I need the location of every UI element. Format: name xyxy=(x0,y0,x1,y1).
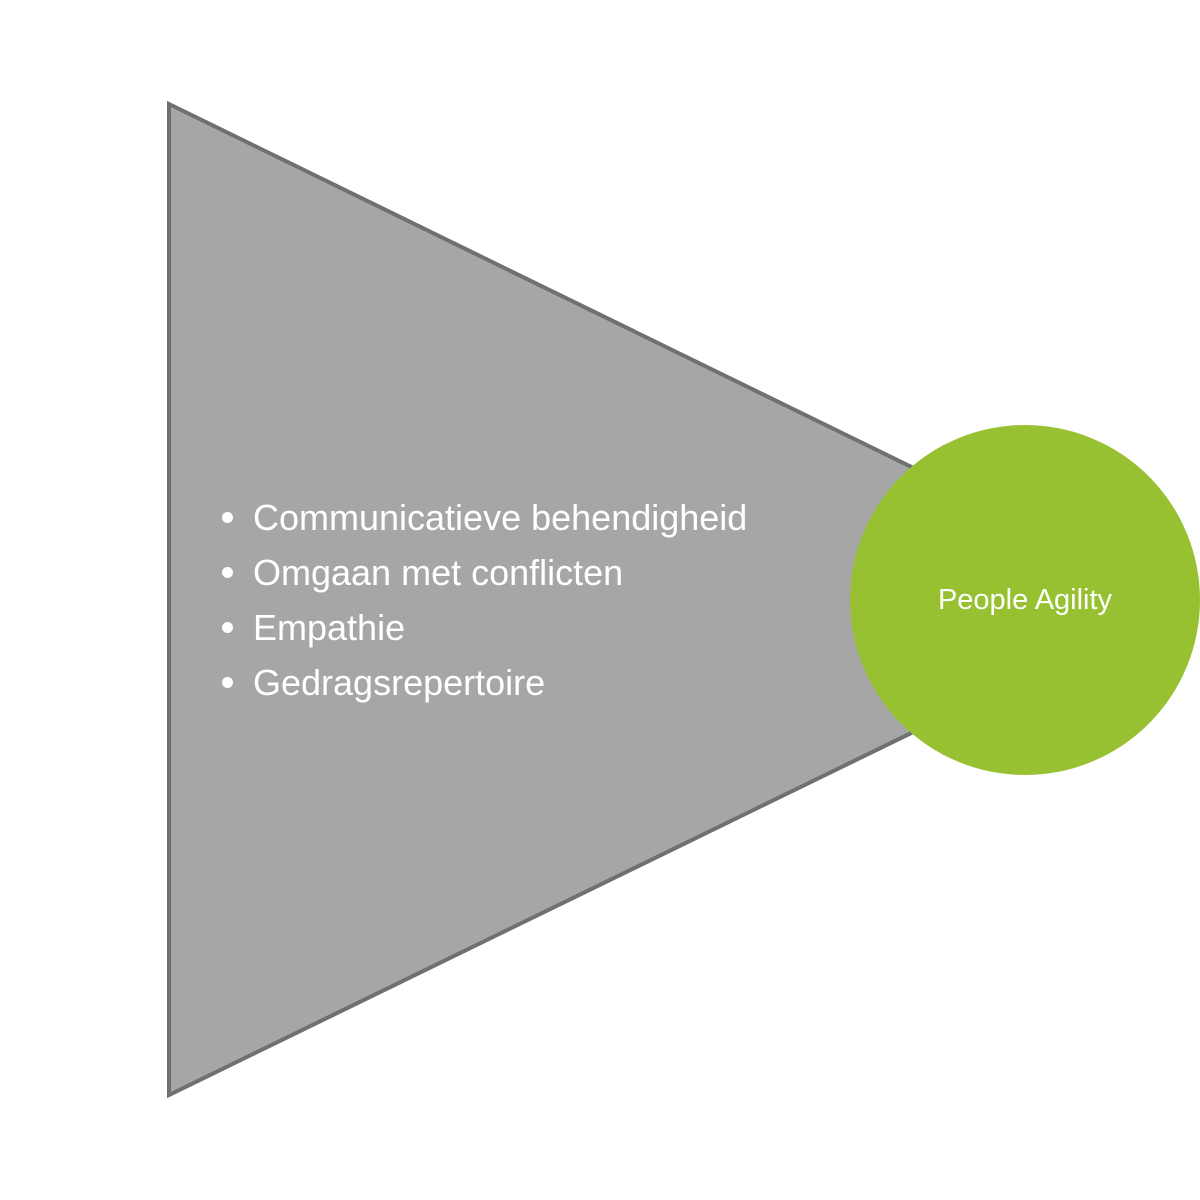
list-item-label: Gedragsrepertoire xyxy=(253,662,546,703)
people-agility-label: People Agility xyxy=(937,584,1113,616)
list-item: Omgaan met conflicten xyxy=(218,545,747,600)
list-item-label: Omgaan met conflicten xyxy=(253,552,624,593)
bullet-icon xyxy=(222,622,233,633)
list-item: Empathie xyxy=(218,600,747,655)
bullet-icon xyxy=(222,512,233,523)
bullet-icon xyxy=(222,567,233,578)
list-item: Communicatieve behendigheid xyxy=(218,490,747,545)
list-item-label: Empathie xyxy=(253,607,406,648)
competency-list: Communicatieve behendigheid Omgaan met c… xyxy=(218,490,747,710)
list-item-label: Communicatieve behendigheid xyxy=(253,497,748,538)
bullet-icon xyxy=(222,677,233,688)
people-agility-circle xyxy=(850,425,1200,775)
list-item: Gedragsrepertoire xyxy=(218,655,747,710)
